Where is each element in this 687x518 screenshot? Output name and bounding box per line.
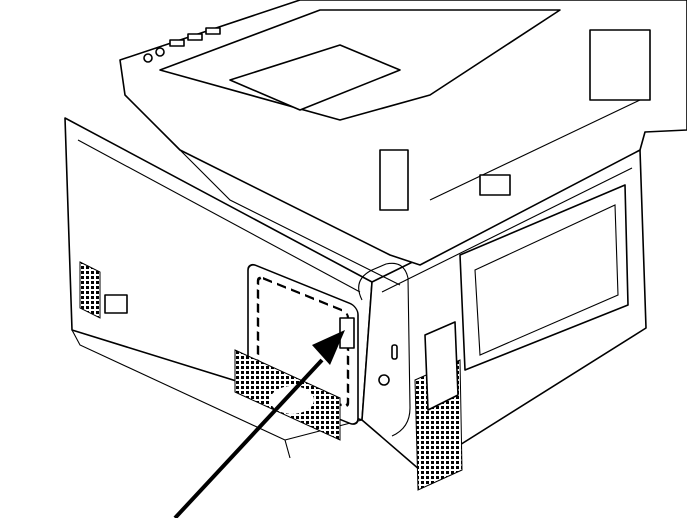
- pointer-arrow: [173, 330, 345, 518]
- rear-output-cover: [459, 184, 629, 371]
- printer-scanner-unit: [119, 0, 687, 286]
- rear-connector-block: [589, 29, 651, 101]
- control-panel-buttons: [143, 27, 221, 63]
- latch: [379, 149, 409, 211]
- arrow-head: [312, 330, 345, 365]
- screw: [378, 374, 390, 386]
- rear-grille-frame: [424, 321, 459, 411]
- vent-left: [79, 261, 101, 319]
- document-tray: [229, 44, 401, 111]
- slot-indicator: [391, 344, 398, 360]
- power-switch: [104, 294, 128, 314]
- power-socket: [479, 174, 511, 196]
